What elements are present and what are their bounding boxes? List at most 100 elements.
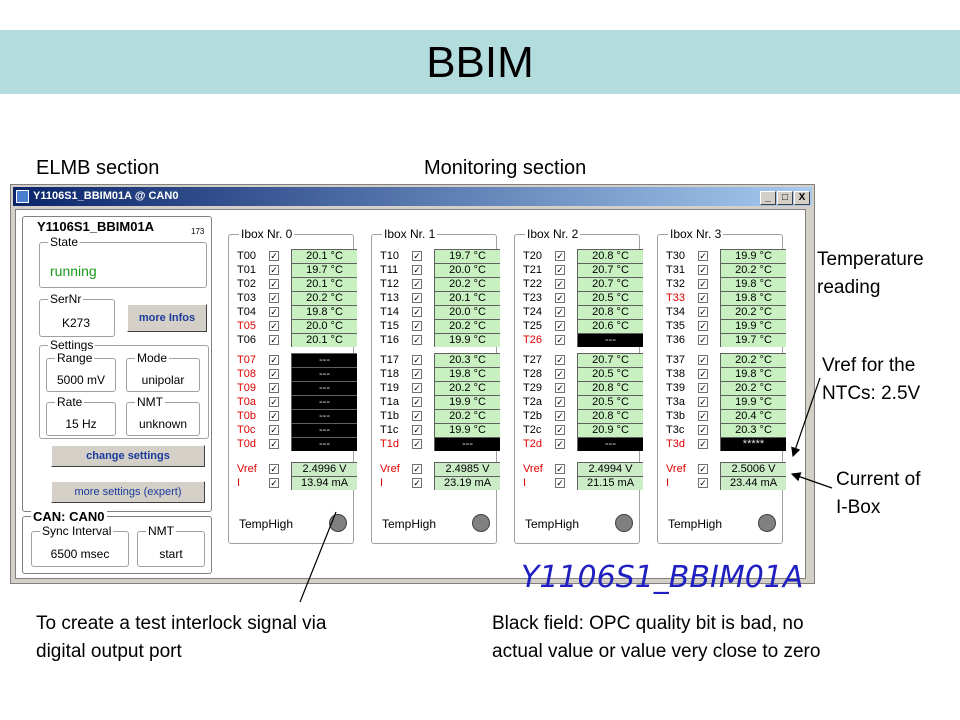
channel-checkbox[interactable]: ✓ [412,355,422,365]
channel-checkbox[interactable]: ✓ [698,369,708,379]
channel-checkbox[interactable]: ✓ [555,439,565,449]
channel-name: T0a [237,396,256,408]
channel-checkbox[interactable]: ✓ [412,321,422,331]
channel-checkbox[interactable]: ✓ [555,279,565,289]
channel-value: 20.2 °C [720,353,786,367]
channel-value: 19.7 °C [720,333,786,347]
channel-checkbox[interactable]: ✓ [412,335,422,345]
temphigh-led-button[interactable] [758,514,776,532]
channel-value: ***** [720,437,786,451]
channel-checkbox[interactable]: ✓ [269,293,279,303]
channel-checkbox[interactable]: ✓ [412,293,422,303]
channel-checkbox[interactable]: ✓ [412,307,422,317]
vref-checkbox[interactable]: ✓ [269,464,279,474]
channel-checkbox[interactable]: ✓ [269,335,279,345]
channel-checkbox[interactable]: ✓ [698,265,708,275]
channel-checkbox[interactable]: ✓ [412,411,422,421]
channel-checkbox[interactable]: ✓ [269,397,279,407]
channel-checkbox[interactable]: ✓ [269,425,279,435]
channel-checkbox[interactable]: ✓ [698,293,708,303]
channel-checkbox[interactable]: ✓ [698,279,708,289]
channel-checkbox[interactable]: ✓ [269,355,279,365]
channel-checkbox[interactable]: ✓ [412,265,422,275]
channel-checkbox[interactable]: ✓ [269,279,279,289]
channel-checkbox[interactable]: ✓ [555,335,565,345]
vref-checkbox[interactable]: ✓ [555,464,565,474]
channel-checkbox[interactable]: ✓ [698,335,708,345]
channel-value: 20.1 °C [434,291,500,305]
channel-checkbox[interactable]: ✓ [412,369,422,379]
channel-checkbox[interactable]: ✓ [698,397,708,407]
sync-interval-label: Sync Interval [40,524,114,538]
change-settings-button[interactable]: change settings [51,445,205,467]
temphigh-led-button[interactable] [472,514,490,532]
current-value: 23.19 mA [434,476,500,490]
channel-name: T29 [523,382,542,394]
channel-value: 20.3 °C [434,353,500,367]
more-infos-button[interactable]: more Infos [127,304,207,332]
channel-checkbox[interactable]: ✓ [269,307,279,317]
channel-checkbox[interactable]: ✓ [555,397,565,407]
channel-checkbox[interactable]: ✓ [555,293,565,303]
channel-checkbox[interactable]: ✓ [269,321,279,331]
channel-checkbox[interactable]: ✓ [698,425,708,435]
channel-checkbox[interactable]: ✓ [555,411,565,421]
temphigh-led-button[interactable] [329,514,347,532]
channel-checkbox[interactable]: ✓ [412,251,422,261]
channel-checkbox[interactable]: ✓ [698,307,708,317]
temphigh-led-button[interactable] [615,514,633,532]
channel-checkbox[interactable]: ✓ [555,321,565,331]
nmt-label: NMT [135,395,165,409]
current-checkbox[interactable]: ✓ [412,478,422,488]
channel-name: T0b [237,410,256,422]
channel-checkbox[interactable]: ✓ [269,411,279,421]
channel-value: 19.9 °C [720,395,786,409]
channel-checkbox[interactable]: ✓ [555,355,565,365]
channel-checkbox[interactable]: ✓ [269,369,279,379]
current-label: I [380,477,384,489]
channel-checkbox[interactable]: ✓ [698,251,708,261]
elmb-section-label: ELMB section [36,157,160,179]
channel-checkbox[interactable]: ✓ [555,425,565,435]
channel-checkbox[interactable]: ✓ [269,439,279,449]
channel-checkbox[interactable]: ✓ [412,279,422,289]
vref-checkbox[interactable]: ✓ [412,464,422,474]
channel-checkbox[interactable]: ✓ [698,439,708,449]
channel-checkbox[interactable]: ✓ [412,439,422,449]
close-button[interactable]: X [794,191,810,205]
temperature-row: T1a✓19.9 °C [380,395,500,409]
channel-checkbox[interactable]: ✓ [412,383,422,393]
channel-checkbox[interactable]: ✓ [555,307,565,317]
channel-checkbox[interactable]: ✓ [698,355,708,365]
temperature-row: T02✓20.1 °C [237,277,357,291]
channel-checkbox[interactable]: ✓ [555,251,565,261]
window-scrollbar[interactable] [806,209,814,579]
temperature-row: T3c✓20.3 °C [666,423,786,437]
channel-checkbox[interactable]: ✓ [412,397,422,407]
channel-name: T1b [380,410,399,422]
sernr-value: K273 [46,314,106,332]
channel-checkbox[interactable]: ✓ [698,411,708,421]
channel-checkbox[interactable]: ✓ [269,251,279,261]
channel-checkbox[interactable]: ✓ [698,321,708,331]
current-checkbox[interactable]: ✓ [555,478,565,488]
channel-checkbox[interactable]: ✓ [555,383,565,393]
elmb-name: Y1106S1_BBIM01A [37,219,155,234]
channel-value: 19.8 °C [720,291,786,305]
more-settings-button[interactable]: more settings (expert) [51,481,205,503]
current-checkbox[interactable]: ✓ [269,478,279,488]
window-titlebar[interactable]: Y1106S1_BBIM01A @ CAN0 _ □ X [13,187,812,206]
minimize-button[interactable]: _ [760,191,776,205]
channel-checkbox[interactable]: ✓ [555,265,565,275]
channel-checkbox[interactable]: ✓ [269,265,279,275]
channel-checkbox[interactable]: ✓ [269,383,279,393]
channel-checkbox[interactable]: ✓ [698,383,708,393]
maximize-button[interactable]: □ [777,191,793,205]
mode-value: unipolar [131,371,195,389]
current-checkbox[interactable]: ✓ [698,478,708,488]
channel-checkbox[interactable]: ✓ [412,425,422,435]
channel-checkbox[interactable]: ✓ [555,369,565,379]
sernr-label: SerNr [48,292,84,306]
vref-checkbox[interactable]: ✓ [698,464,708,474]
